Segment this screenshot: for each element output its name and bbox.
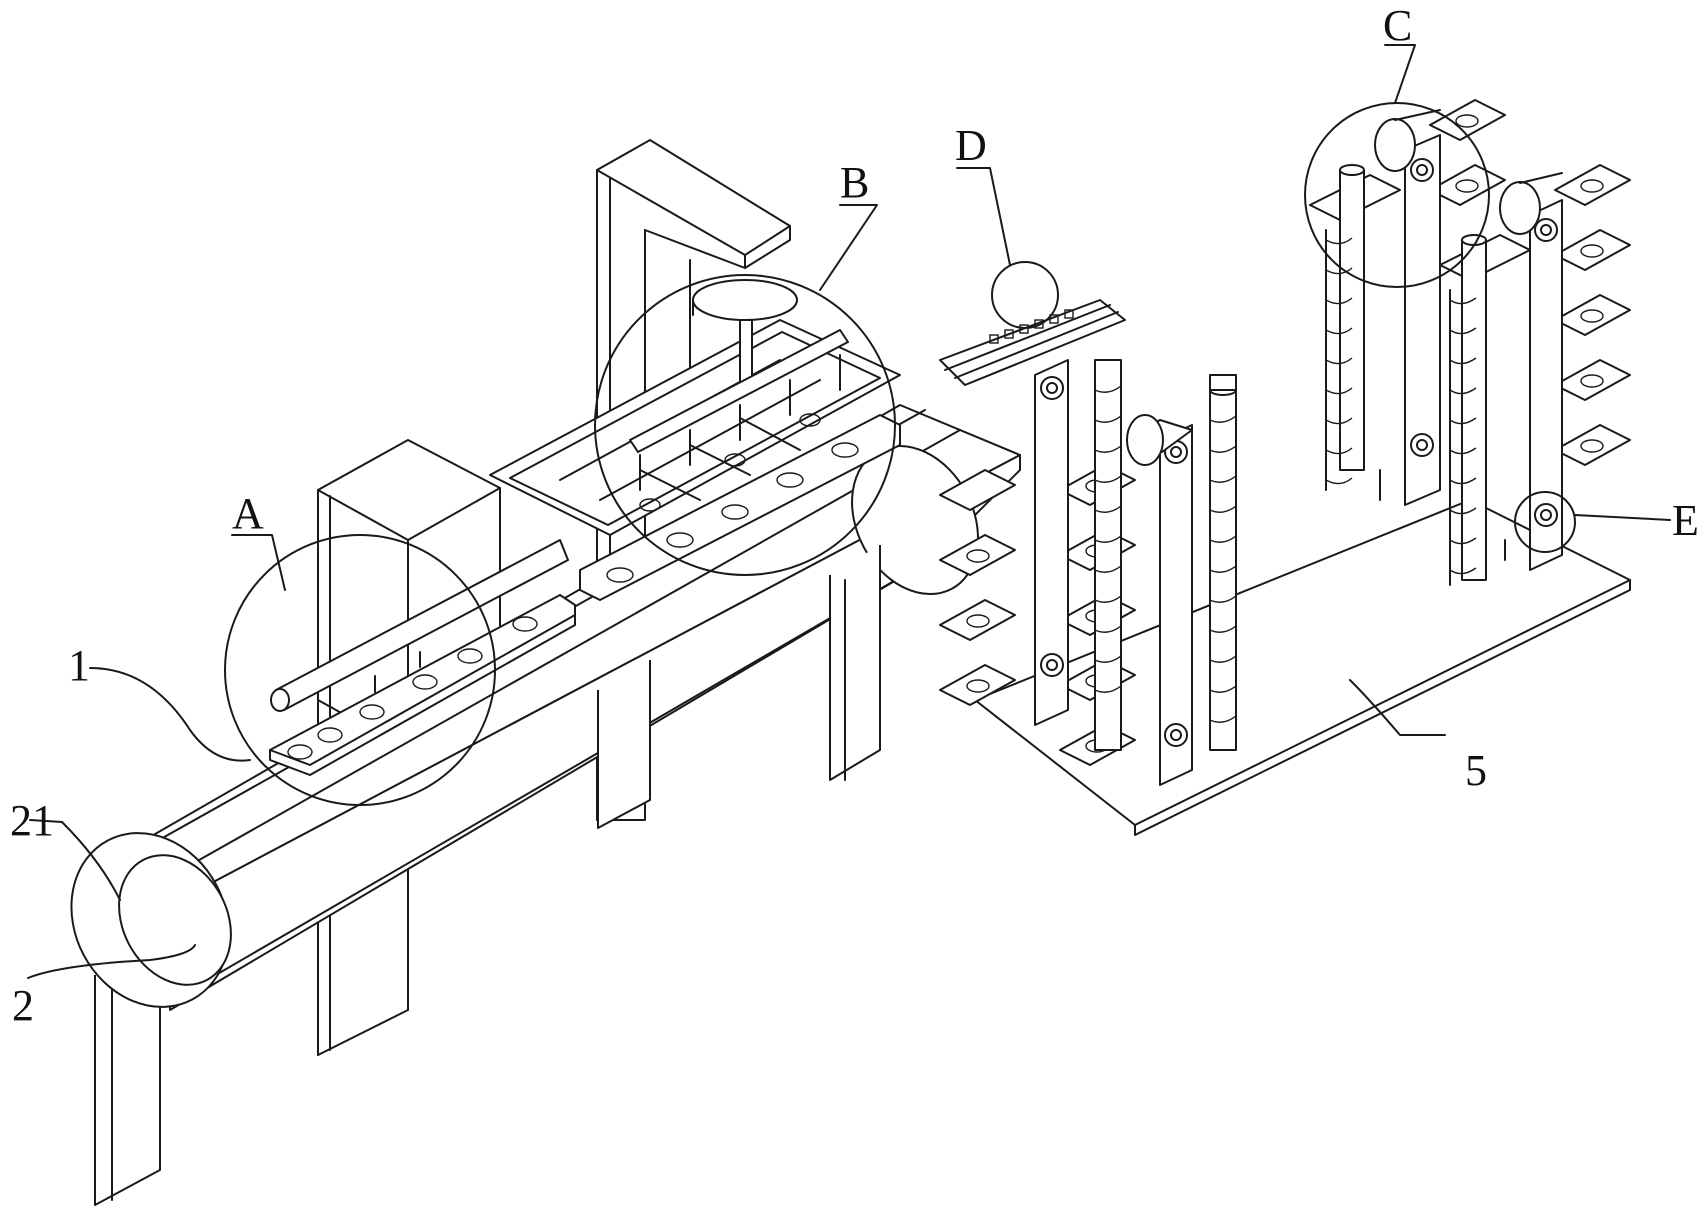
callout-label-d: D xyxy=(955,121,987,170)
base-plate xyxy=(974,499,1631,836)
callout-label-e: E xyxy=(1672,496,1699,545)
detail-circles xyxy=(224,102,1576,806)
hole-plate-a xyxy=(269,539,576,776)
left-leg xyxy=(94,945,161,1206)
conveyor-beam xyxy=(70,404,1021,1011)
callout-label-b: B xyxy=(840,158,869,207)
detail-circle-b xyxy=(594,274,896,576)
part-label-2: 2 xyxy=(12,981,34,1030)
beam-supports xyxy=(597,545,881,829)
callout-labels: A B C D E 1 2 21 5 xyxy=(10,1,1699,1030)
part-label-1: 1 xyxy=(68,641,90,690)
callout-label-a: A xyxy=(232,489,264,538)
part-label-5: 5 xyxy=(1465,746,1487,795)
leader-lines xyxy=(27,44,1671,979)
callout-label-c: C xyxy=(1383,1,1412,50)
part-label-21: 21 xyxy=(10,796,54,845)
detail-circle-c xyxy=(1304,102,1490,288)
rear-elevator xyxy=(1309,99,1631,586)
detail-circle-d xyxy=(991,261,1059,329)
detail-circle-e xyxy=(1514,491,1576,553)
front-elevator xyxy=(939,359,1237,786)
press-station-b xyxy=(489,279,901,601)
detail-circle-a xyxy=(224,534,496,806)
